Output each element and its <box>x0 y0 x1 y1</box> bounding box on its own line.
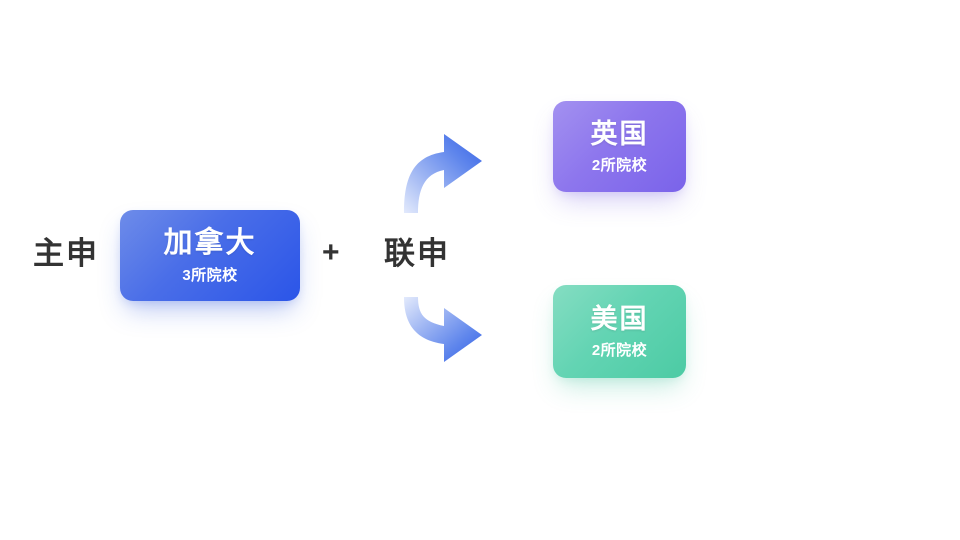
country-card-us[interactable]: 美国 2所院校 <box>553 285 686 378</box>
country-card-uk-subtitle: 2所院校 <box>591 156 648 174</box>
joint-application-label: 联申 <box>384 236 450 271</box>
country-card-uk[interactable]: 英国 2所院校 <box>553 101 686 192</box>
arrow-to-us-icon <box>404 297 482 362</box>
arrow-to-uk-icon <box>404 134 482 213</box>
country-card-canada[interactable]: 加拿大 3所院校 <box>120 210 300 301</box>
plus-icon: + <box>322 236 340 269</box>
country-card-canada-title: 加拿大 <box>163 227 257 260</box>
primary-application-label: 主申 <box>33 236 99 271</box>
country-card-canada-subtitle: 3所院校 <box>182 266 238 284</box>
country-card-us-title: 美国 <box>590 304 649 335</box>
country-card-us-subtitle: 2所院校 <box>591 341 648 359</box>
country-card-uk-title: 英国 <box>590 119 649 150</box>
